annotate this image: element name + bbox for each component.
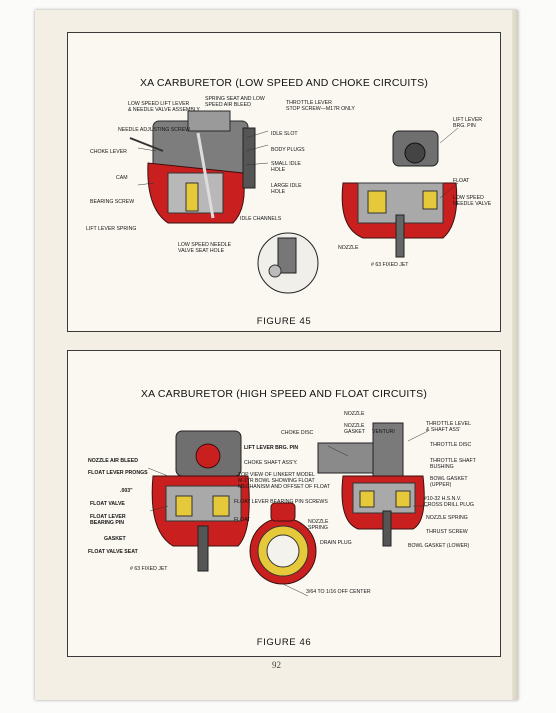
figure-45-title: XA CARBURETOR (LOW SPEED AND CHOKE CIRCU…: [139, 77, 429, 89]
label-throttle-lever-shaft: THROTTLE LEVEL & SHAFT ASS': [426, 421, 471, 433]
label-bearing-screw: BEARING SCREW: [90, 199, 135, 205]
label-lift-lever-brg-pin: LIFT LEVER BRG. PIN: [244, 445, 299, 451]
label-bowl-gasket-upper: BOWL GASKET (UPPER): [430, 476, 468, 488]
label-venturi: VENTURI: [372, 429, 395, 435]
label-throttle-shaft-bushing: THROTTLE SHAFT BUSHING: [430, 458, 476, 470]
figure-46-panel: XA CARBURETOR (HIGH SPEED AND FLOAT CIRC…: [67, 350, 501, 657]
label-nozzle-gasket: NOZZLE GASKET: [344, 423, 366, 435]
label-nozzle: NOZZLE: [338, 245, 359, 251]
label-lift-lever-spring: LIFT LEVER SPRING: [86, 226, 137, 232]
label-choke-lever: CHOKE LEVER: [90, 149, 127, 155]
label-float-lever-bearing-pin-screws: FLOAT LEVER BEARING PIN SCREWS: [234, 499, 328, 505]
label-float: FLOAT: [453, 178, 470, 184]
figure-45-panel: XA CARBURETOR (LOW SPEED AND CHOKE CIRCU…: [67, 32, 501, 332]
label-cross-drill-plug: #10-32 H.S.N.V. CROSS DRILL PLUG: [424, 496, 474, 508]
label-top-view-bowl: TOP VIEW OF LINKERT MODEL M-17R BOWL SHO…: [238, 472, 331, 490]
label-float-valve: FLOAT VALVE: [90, 501, 125, 507]
label-spring-seat: SPRING SEAT AND LOW SPEED AIR BLEED: [205, 96, 265, 108]
label-off-center: 3/64 TO 1/16 OFF CENTER: [306, 589, 371, 595]
label-float-lever-bearing-pin: FLOAT LEVER BEARING PIN: [90, 514, 126, 526]
figure-46-illustration: [147, 422, 429, 597]
figure-45-illustration: [129, 110, 459, 294]
label-nozzle-air-bleed: NOZZLE AIR BLEED: [88, 458, 138, 464]
label-nozzle-spring-right: NOZZLE SPRING: [426, 515, 468, 521]
label-small-idle-hole: SMALL IDLE HOLE: [271, 161, 301, 173]
label-low-speed-needle-valve: LOW SPEED NEEDLE VALVE: [453, 195, 492, 207]
page-number: 92: [272, 660, 281, 670]
page-edge: [512, 10, 518, 700]
label-63-fixed-jet: # 63 FIXED JET: [371, 262, 409, 268]
label-float-valve-seat: FLOAT VALVE SEAT: [88, 549, 138, 555]
figure-46-caption: FIGURE 46: [256, 637, 312, 648]
label-thrust-screw: THRUST SCREW: [426, 529, 468, 535]
figure-45-caption: FIGURE 45: [256, 316, 312, 327]
label-needle-adjusting-screw: NEEDLE ADJUSTING SCREW: [118, 127, 191, 133]
label-nozzle: NOZZLE: [344, 411, 365, 417]
label-throttle-disc: THROTTLE DISC: [430, 442, 472, 448]
label-low-speed-lift-lever: LOW SPEED LIFT LEVER & NEEDLE VALVE ASSE…: [128, 101, 200, 113]
figure-46-title: XA CARBURETOR (HIGH SPEED AND FLOAT CIRC…: [140, 388, 428, 400]
label-choke-shaft: CHOKE SHAFT ASS'Y.: [244, 460, 298, 466]
label-large-idle-hole: LARGE IDLE HOLE: [271, 183, 302, 195]
label-idle-slot: IDLE SLOT: [271, 131, 298, 137]
label-float-lever-prongs: FLOAT LEVER PRONGS: [88, 470, 148, 476]
label-gasket: GASKET: [104, 536, 126, 542]
book-page: XA CARBURETOR (LOW SPEED AND CHOKE CIRCU…: [35, 10, 518, 700]
label-003: .003": [120, 488, 133, 494]
label-body-plugs: BODY PLUGS: [271, 147, 305, 153]
label-throttle-lever-stop-screw: THROTTLE LEVER STOP SCREW—M17R ONLY: [286, 100, 355, 112]
label-nozzle-spring-center: NOZZLE SPRING: [308, 519, 329, 531]
label-lift-lever-brg-pin: LIFT LEVER BRG. PIN: [453, 117, 483, 129]
label-63-fixed-jet: # 63 FIXED JET: [130, 566, 168, 572]
label-choke-disc: CHOKE DISC: [281, 430, 314, 436]
label-bowl-gasket-lower: BOWL GASKET (LOWER): [408, 543, 470, 549]
label-drain-plug: DRAIN PLUG: [320, 540, 352, 546]
label-low-speed-needle-valve-seat-hole: LOW SPEED NEEDLE VALVE SEAT HOLE: [178, 242, 232, 254]
label-cam: CAM: [116, 175, 128, 181]
label-idle-channels: IDLE CHANNELS: [240, 216, 282, 222]
label-float: FLOAT: [234, 517, 251, 523]
